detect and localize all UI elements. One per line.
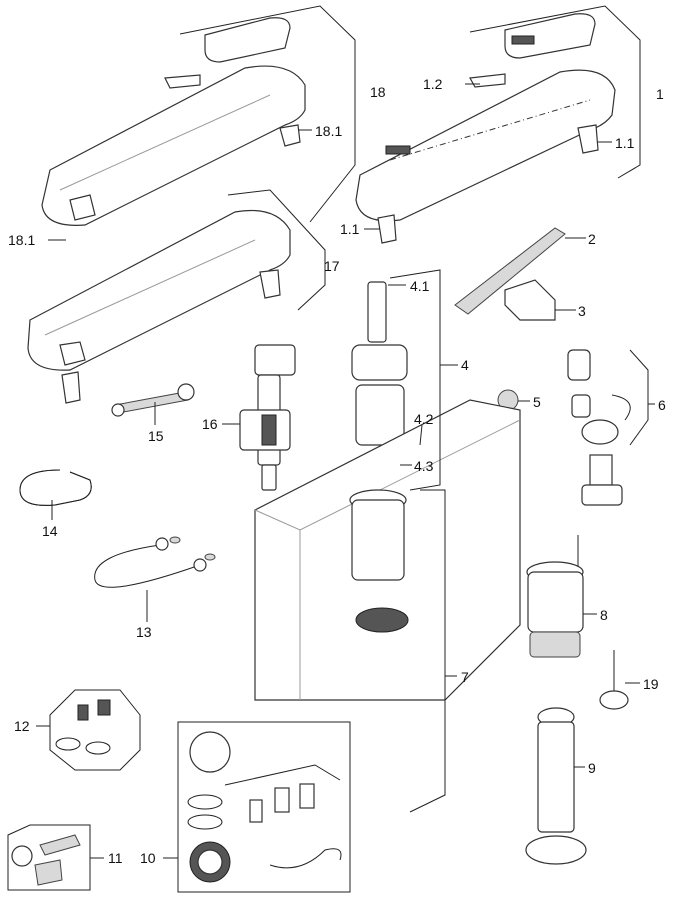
label-17: 17 xyxy=(324,258,340,274)
label-19: 19 xyxy=(643,676,659,692)
label-8: 8 xyxy=(600,607,608,623)
part-14-bent-pipe xyxy=(19,469,92,506)
label-10: 10 xyxy=(140,850,156,866)
label-12: 12 xyxy=(14,718,30,734)
label-1-1-upper: 1.1 xyxy=(615,135,635,151)
callout-labels: 18 18.1 18.1 17 1 1.2 1.1 1.1 2 3 4 4.1 … xyxy=(8,76,666,866)
label-11: 11 xyxy=(108,850,123,866)
part-11-adapter-set xyxy=(7,824,91,891)
label-4: 4 xyxy=(461,357,469,373)
label-1-2: 1.2 xyxy=(423,76,443,92)
leader-lines xyxy=(36,5,655,859)
part-1-cover-assembly xyxy=(355,13,616,244)
label-16: 16 xyxy=(202,416,218,432)
part-12-screw-set xyxy=(49,689,141,771)
part-10-installation-set xyxy=(177,721,351,893)
part-8-flush-valve-body xyxy=(526,535,584,658)
part-18-cover-assembly xyxy=(41,17,306,226)
label-13: 13 xyxy=(136,624,152,640)
part-15-connection-hose xyxy=(111,383,195,417)
label-18-1-lower: 18.1 xyxy=(8,232,35,248)
part-9-overflow-pipe xyxy=(525,707,587,865)
label-18-1-upper: 18.1 xyxy=(315,123,342,139)
label-5: 5 xyxy=(533,394,541,410)
label-9: 9 xyxy=(588,760,596,776)
label-4-2: 4.2 xyxy=(414,411,434,427)
label-15: 15 xyxy=(148,428,164,444)
label-7: 7 xyxy=(461,669,469,685)
label-18: 18 xyxy=(370,84,386,100)
label-2: 2 xyxy=(588,231,596,247)
label-3: 3 xyxy=(578,303,586,319)
part-17-cover xyxy=(27,209,291,404)
label-4-3: 4.3 xyxy=(414,458,434,474)
part-3-bracket xyxy=(504,279,556,321)
label-14: 14 xyxy=(42,523,58,539)
part-13-flexible-hose xyxy=(94,536,216,588)
label-6: 6 xyxy=(658,397,666,413)
label-1: 1 xyxy=(656,86,664,102)
part-2-lever xyxy=(454,227,566,315)
part-19-rod xyxy=(599,650,629,710)
part-16-fill-valve xyxy=(239,344,296,491)
part-6-actuator-set xyxy=(567,349,631,506)
part-7-cistern-tank xyxy=(254,399,521,701)
label-1-1-lower: 1.1 xyxy=(340,221,360,237)
label-4-1: 4.1 xyxy=(410,278,430,294)
